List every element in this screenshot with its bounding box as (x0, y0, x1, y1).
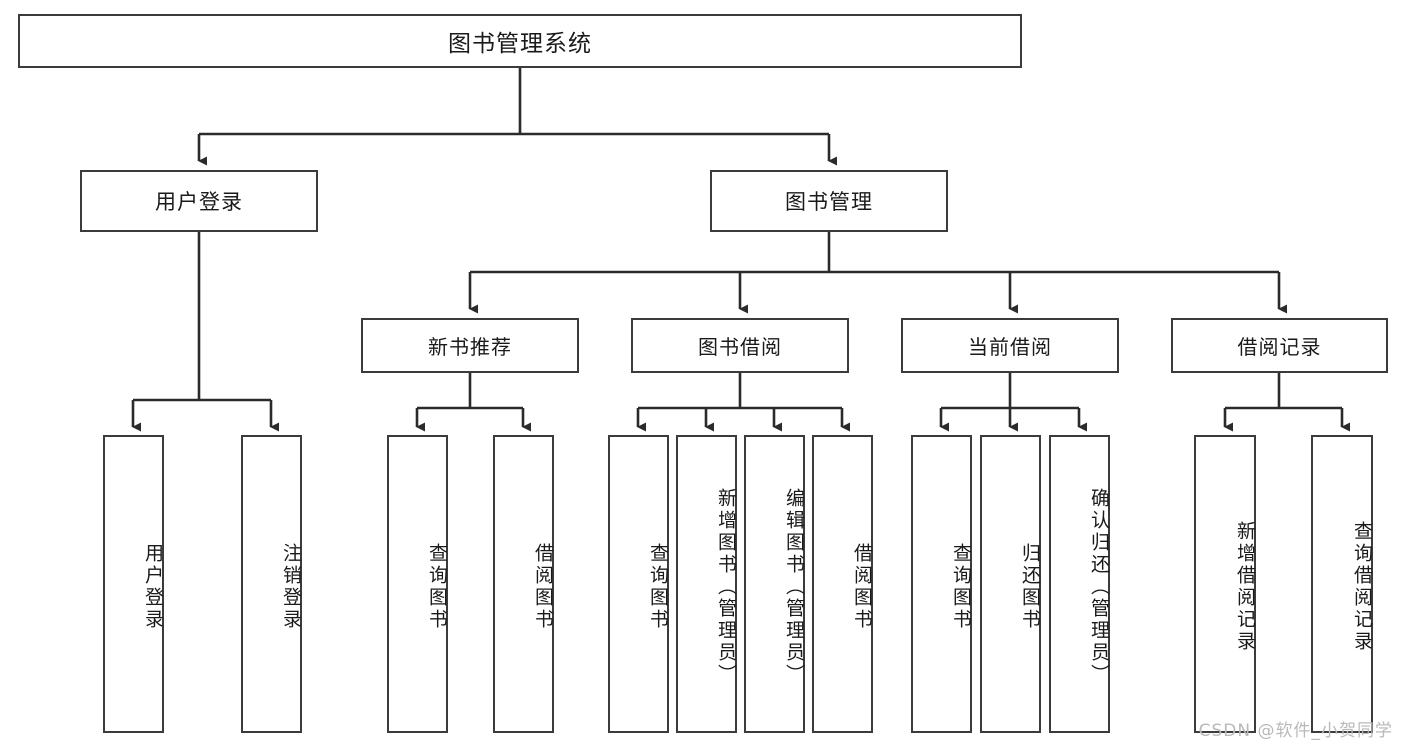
node-book-borrow-label: 图书借阅 (698, 335, 782, 359)
node-current-borrow[interactable]: 当前借阅 (901, 318, 1119, 373)
leaf-new-book-borrow[interactable]: 借阅图书 (493, 435, 554, 733)
leaf-book-borrow-borrow[interactable]: 借阅图书 (812, 435, 873, 733)
leaf-label: 查询借阅记录 (1351, 521, 1373, 653)
leaf-new-book-query[interactable]: 查询图书 (387, 435, 448, 733)
watermark: CSDN @软件_小贺同学 (1198, 721, 1393, 741)
leaf-label: 查询图书 (647, 543, 669, 631)
leaf-label: 注销登录 (280, 543, 302, 631)
leaf-label: 新增图书（管理员） (715, 488, 737, 686)
node-book-management[interactable]: 图书管理 (710, 170, 948, 232)
node-new-book-recommend-label: 新书推荐 (428, 335, 512, 359)
leaf-book-borrow-query[interactable]: 查询图书 (608, 435, 669, 733)
leaf-user-login-login[interactable]: 用户登录 (103, 435, 164, 733)
node-borrow-record[interactable]: 借阅记录 (1171, 318, 1388, 373)
leaf-book-borrow-add[interactable]: 新增图书（管理员） (676, 435, 737, 733)
node-current-borrow-label: 当前借阅 (968, 335, 1052, 359)
leaf-label: 用户登录 (142, 543, 164, 631)
leaf-current-borrow-query[interactable]: 查询图书 (911, 435, 972, 733)
leaf-label: 编辑图书（管理员） (783, 488, 805, 686)
leaf-book-borrow-edit[interactable]: 编辑图书（管理员） (744, 435, 805, 733)
node-user-login[interactable]: 用户登录 (80, 170, 318, 232)
leaf-label: 查询图书 (426, 543, 448, 631)
leaf-label: 归还图书 (1019, 543, 1041, 631)
leaf-user-login-logout[interactable]: 注销登录 (241, 435, 302, 733)
node-borrow-record-label: 借阅记录 (1237, 335, 1322, 359)
leaf-borrow-record-add[interactable]: 新增借阅记录 (1194, 435, 1256, 733)
leaf-current-borrow-confirm-return[interactable]: 确认归还（管理员） (1049, 435, 1110, 733)
node-user-login-label: 用户登录 (155, 190, 243, 214)
node-book-borrow[interactable]: 图书借阅 (631, 318, 849, 373)
leaf-label: 新增借阅记录 (1234, 521, 1256, 653)
leaf-label: 借阅图书 (851, 543, 873, 631)
leaf-borrow-record-query[interactable]: 查询借阅记录 (1311, 435, 1373, 733)
node-root[interactable]: 图书管理系统 (18, 14, 1022, 68)
node-root-label: 图书管理系统 (448, 31, 592, 57)
leaf-label: 查询图书 (950, 543, 972, 631)
node-new-book-recommend[interactable]: 新书推荐 (361, 318, 579, 373)
leaf-label: 借阅图书 (532, 543, 554, 631)
leaf-label: 确认归还（管理员） (1088, 488, 1110, 686)
leaf-current-borrow-return[interactable]: 归还图书 (980, 435, 1041, 733)
node-book-management-label: 图书管理 (785, 190, 873, 214)
